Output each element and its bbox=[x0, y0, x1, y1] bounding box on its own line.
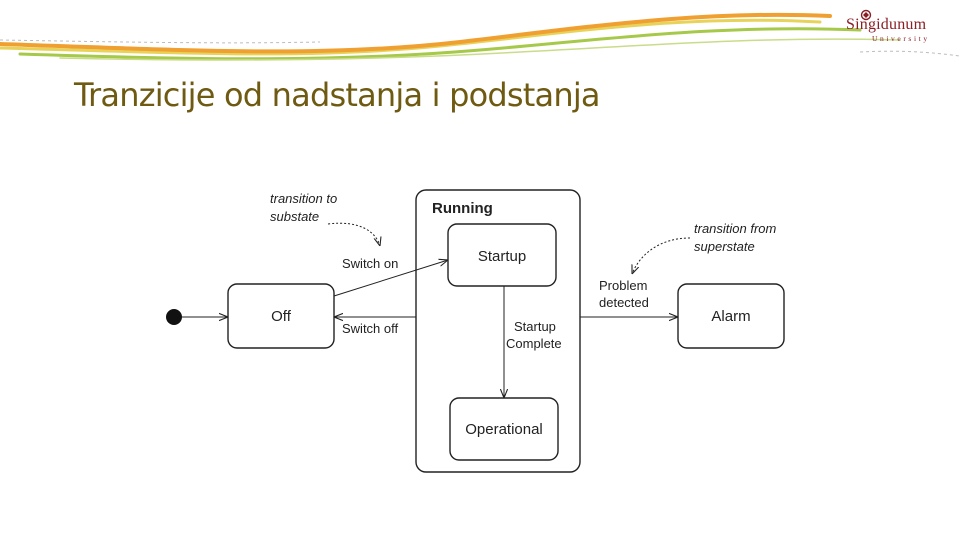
note-to-substate-line1: transition to bbox=[270, 191, 337, 206]
state-off-label: Off bbox=[271, 308, 292, 325]
transition-switch-on-arrow bbox=[333, 260, 448, 297]
state-off: Off bbox=[227, 283, 335, 349]
header-wave-decoration bbox=[0, 12, 960, 61]
note-from-superstate-pointer bbox=[632, 237, 691, 274]
logo-subtitle: University bbox=[872, 34, 930, 43]
initial-state-dot bbox=[166, 309, 182, 325]
transition-startup-complete-label-line2: Complete bbox=[506, 336, 562, 351]
state-alarm: Alarm bbox=[677, 283, 785, 349]
transition-startup-complete-label-line1: Startup bbox=[514, 319, 556, 334]
state-operational-label: Operational bbox=[465, 421, 543, 438]
transition-switch-on-label: Switch on bbox=[342, 256, 398, 271]
logo-emblem-icon bbox=[860, 9, 872, 21]
note-from-superstate-line1: transition from bbox=[694, 221, 777, 236]
state-startup-label: Startup bbox=[478, 248, 526, 265]
note-to-substate-pointer bbox=[327, 222, 380, 246]
logo-name: Singidunum bbox=[846, 16, 927, 33]
slide-title: Tranzicije od nadstanja i podstanja bbox=[74, 76, 601, 114]
note-to-substate-line2: substate bbox=[270, 209, 319, 224]
state-startup: Startup bbox=[447, 223, 557, 287]
state-diagram: Off Running Startup Operational Alarm Sw… bbox=[166, 189, 785, 473]
state-operational: Operational bbox=[449, 397, 559, 461]
transition-problem-detected-label-line2: detected bbox=[599, 295, 649, 310]
university-logo: Singidunum University bbox=[842, 8, 942, 48]
state-running-label: Running bbox=[432, 200, 493, 217]
transition-switch-off-label: Switch off bbox=[342, 321, 399, 336]
transition-problem-detected-label-line1: Problem bbox=[599, 278, 647, 293]
note-from-superstate-line2: superstate bbox=[694, 239, 755, 254]
state-alarm-label: Alarm bbox=[711, 308, 750, 325]
